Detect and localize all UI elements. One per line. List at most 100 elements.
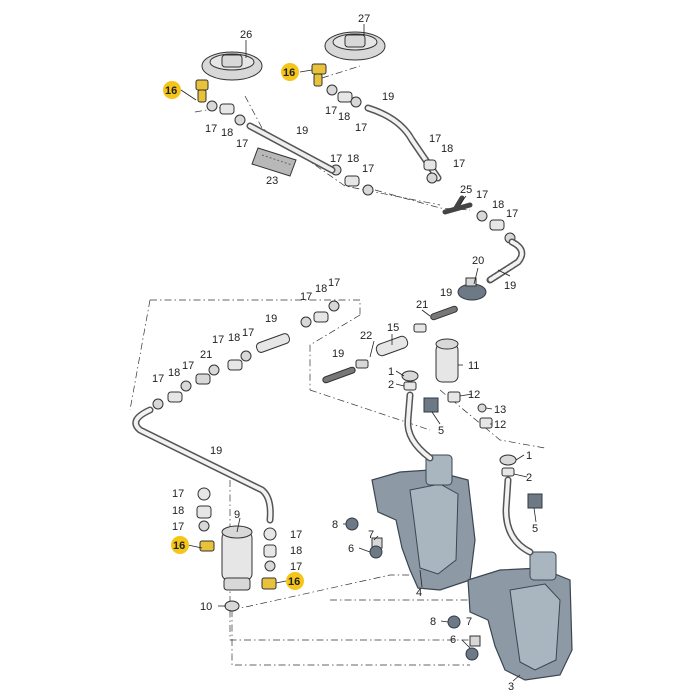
- label-17: 17: [236, 138, 248, 150]
- highlight-markers: [163, 63, 304, 590]
- label-17: 17: [242, 327, 254, 339]
- label-11: 11: [468, 360, 479, 372]
- label-8: 8: [332, 519, 338, 531]
- hose-19-right: [486, 238, 526, 284]
- label-16: 16: [165, 85, 177, 97]
- hose-fittings-mid-left: [152, 300, 340, 410]
- label-4: 4: [416, 587, 422, 599]
- label-13: 13: [494, 404, 506, 416]
- label-2: 2: [388, 379, 394, 391]
- label-5: 5: [532, 523, 538, 535]
- hose-19-lower-left: [132, 406, 274, 524]
- hose-fittings-upper-left: [206, 84, 374, 196]
- label-18: 18: [315, 283, 327, 295]
- label-17: 17: [290, 529, 302, 541]
- label-3: 3: [508, 681, 514, 693]
- label-18: 18: [172, 505, 184, 517]
- elbow-connector-16-left[interactable]: [195, 79, 209, 103]
- label-21: 21: [416, 299, 428, 311]
- label-17: 17: [205, 123, 217, 135]
- label-6: 6: [348, 543, 354, 555]
- washer-pump-11[interactable]: [435, 338, 459, 383]
- label-7: 7: [466, 616, 472, 628]
- label-7: 7: [368, 529, 374, 541]
- hose-19-upper-center: [246, 122, 336, 174]
- bracket-5-upper[interactable]: [423, 397, 439, 413]
- label-17: 17: [476, 189, 488, 201]
- label-20: 20: [472, 255, 484, 267]
- label-17: 17: [330, 153, 342, 165]
- label-18: 18: [492, 199, 504, 211]
- label-10: 10: [200, 601, 212, 613]
- washer-jet-27[interactable]: [324, 31, 386, 61]
- label-17: 17: [325, 105, 337, 117]
- t-piece-25[interactable]: [442, 195, 516, 244]
- washer-jet-26[interactable]: [201, 51, 263, 81]
- label-17: 17: [355, 122, 367, 134]
- label-19: 19: [440, 287, 452, 299]
- label-17: 17: [152, 373, 164, 385]
- label-19: 19: [382, 91, 394, 103]
- hose-fittings-center: [322, 305, 458, 384]
- label-25: 25: [460, 184, 472, 196]
- label-17: 17: [453, 158, 465, 170]
- label-16: 16: [283, 67, 295, 79]
- label-17: 17: [182, 360, 194, 372]
- non-return-valve-20[interactable]: [457, 277, 487, 301]
- seals-upper-tank: [345, 517, 481, 661]
- plug-13[interactable]: [477, 403, 487, 413]
- reservoir-4[interactable]: [371, 391, 476, 591]
- label-27: 27: [358, 13, 370, 25]
- callout-labels: 26 27 16 16 16 16 17 18 17 19 23 17 18 1…: [152, 13, 538, 693]
- reservoir-3[interactable]: [467, 476, 573, 681]
- label-17: 17: [212, 334, 224, 346]
- pump-fittings-left: [196, 487, 277, 572]
- label-16: 16: [173, 540, 185, 552]
- elbow-connector-16-pump-right[interactable]: [261, 577, 277, 590]
- label-18: 18: [347, 153, 359, 165]
- cap-12-upper[interactable]: [447, 391, 461, 403]
- label-1: 1: [388, 366, 394, 378]
- label-18: 18: [290, 545, 302, 557]
- label-23: 23: [266, 175, 278, 187]
- label-5: 5: [438, 425, 444, 437]
- label-15: 15: [387, 322, 399, 334]
- label-2: 2: [526, 472, 532, 484]
- elbow-connector-16-top[interactable]: [311, 63, 327, 87]
- filler-cap-1-lower[interactable]: [499, 454, 517, 477]
- label-19: 19: [265, 313, 277, 325]
- label-18: 18: [338, 111, 350, 123]
- label-19: 19: [210, 445, 222, 457]
- label-17: 17: [172, 488, 184, 500]
- grommet-10[interactable]: [224, 600, 240, 612]
- protective-sleeve-23: [251, 147, 297, 177]
- cap-12-lower[interactable]: [479, 417, 493, 429]
- label-21: 21: [200, 349, 212, 361]
- label-17: 17: [300, 291, 312, 303]
- label-12: 12: [468, 389, 480, 401]
- label-18: 18: [441, 143, 453, 155]
- label-6: 6: [450, 634, 456, 646]
- label-8: 8: [430, 616, 436, 628]
- label-12: 12: [494, 419, 506, 431]
- elbow-connector-16-pump[interactable]: [199, 540, 215, 552]
- label-17: 17: [362, 163, 374, 175]
- label-17: 17: [290, 561, 302, 573]
- washer-pump-9[interactable]: [221, 525, 253, 591]
- label-18: 18: [228, 332, 240, 344]
- label-9: 9: [234, 509, 240, 521]
- label-16: 16: [288, 576, 300, 588]
- bracket-5-lower[interactable]: [527, 493, 543, 509]
- filler-cap-1-upper[interactable]: [401, 370, 419, 391]
- label-17: 17: [506, 208, 518, 220]
- label-17: 17: [172, 521, 184, 533]
- hose-19-upper-right: [364, 104, 442, 184]
- label-22: 22: [360, 330, 372, 342]
- label-17: 17: [429, 133, 441, 145]
- label-26: 26: [240, 29, 252, 41]
- label-18: 18: [221, 127, 233, 139]
- leader-lines: [180, 24, 537, 682]
- label-18: 18: [168, 367, 180, 379]
- label-19: 19: [332, 348, 344, 360]
